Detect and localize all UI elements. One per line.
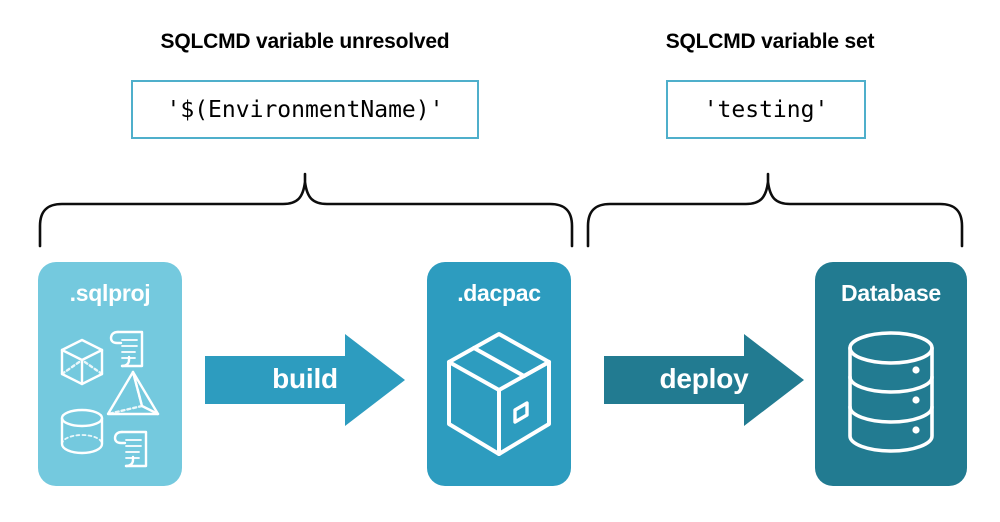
- section-label-set: SQLCMD variable set: [665, 30, 875, 53]
- code-box-testing: 'testing': [666, 80, 866, 139]
- arrow-build-shape: [205, 334, 405, 426]
- brace-right: [586, 172, 964, 248]
- database-cylinder-icon: [848, 331, 934, 453]
- cylinder-icon: [60, 408, 104, 455]
- artifact-title-database: Database: [841, 280, 941, 306]
- arrow-deploy: deploy: [604, 330, 804, 430]
- pyramid-icon: [106, 370, 160, 416]
- cube-icon: [60, 338, 104, 386]
- artifact-box-dacpac: .dacpac: [427, 262, 571, 486]
- code-box-environment-name: '$(EnvironmentName)': [131, 80, 479, 139]
- sqlproj-icon-group: [60, 330, 160, 468]
- scroll-icon: [109, 330, 144, 368]
- artifact-box-sqlproj: .sqlproj: [38, 262, 182, 486]
- brace-left: [38, 172, 574, 248]
- arrow-build: build: [205, 330, 405, 430]
- database-icon-group: [848, 331, 934, 453]
- scroll-icon: [113, 430, 148, 468]
- arrow-deploy-body: [604, 334, 804, 426]
- artifact-title-dacpac: .dacpac: [457, 280, 541, 306]
- artifact-title-sqlproj: .sqlproj: [69, 280, 151, 306]
- dacpac-icon-group: [447, 332, 551, 456]
- package-box-icon: [447, 332, 551, 456]
- artifact-box-database: Database: [815, 262, 967, 486]
- database-status-dots: [912, 366, 920, 434]
- arrow-deploy-shape: [604, 334, 804, 426]
- code-value-text: 'testing': [703, 96, 829, 123]
- arrow-build-body: [205, 334, 405, 426]
- code-value-text: '$(EnvironmentName)': [166, 96, 444, 123]
- brace-group: [38, 172, 964, 248]
- section-label-unresolved: SQLCMD variable unresolved: [160, 30, 450, 53]
